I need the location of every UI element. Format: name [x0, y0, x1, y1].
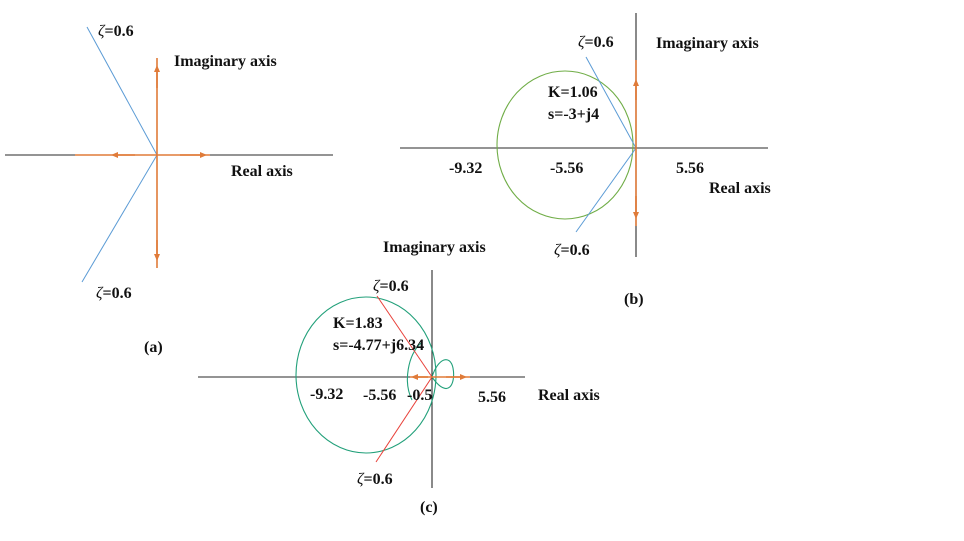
- panel-a-real-axis-label: Real axis: [231, 163, 293, 180]
- panel-c-zeta-top: ζ=0.6: [373, 278, 409, 295]
- panel-b-zeta-top: ζ=0.6: [578, 34, 614, 51]
- panel-c-tick-label: -0.5: [407, 387, 432, 404]
- panel-a-zeta-bottom: ζ=0.6: [96, 285, 132, 302]
- panel-c-zeta-bottom: ζ=0.6: [357, 471, 393, 488]
- panel-c-caption: (c): [420, 499, 438, 516]
- panel-c: Imaginary axis ζ=0.6 K=1.83 s=-4.77+j6.3…: [198, 239, 600, 516]
- panel-a-caption: (a): [144, 339, 163, 356]
- panel-b-locus-circle: [496, 70, 634, 220]
- panel-b-real-axis-label: Real axis: [709, 180, 771, 197]
- panel-b-tick-label: 5.56: [676, 160, 704, 177]
- panel-b: ζ=0.6 Imaginary axis K=1.06 s=-3+j4 -9.3…: [400, 13, 771, 308]
- panel-c-gain-label: K=1.83: [333, 315, 383, 332]
- panel-c-real-axis-label: Real axis: [538, 387, 600, 404]
- panel-a-damping-line-upper: [86, 26, 158, 156]
- panel-a-imaginary-axis-label: Imaginary axis: [174, 53, 277, 70]
- panel-c-damping-line-upper: [376, 295, 433, 378]
- panel-b-imaginary-axis-label: Imaginary axis: [656, 35, 759, 52]
- panel-c-locus-circle: [295, 296, 437, 454]
- panel-b-tick-label: -9.32: [449, 160, 482, 177]
- panel-c-damping-line-lower: [375, 376, 433, 463]
- panel-c-tick-label: -5.56: [363, 387, 396, 404]
- panel-b-point-label: s=-3+j4: [548, 106, 599, 123]
- panel-c-tick-label: 5.56: [478, 389, 506, 406]
- panel-b-damping-line-upper: [585, 56, 637, 149]
- panel-b-caption: (b): [624, 291, 644, 308]
- panel-c-locus-inner: [406, 342, 422, 401]
- panel-b-tick-label: -5.56: [550, 160, 583, 177]
- panel-c-point-label: s=-4.77+j6.34: [333, 337, 424, 354]
- panel-c-tick-label: -9.32: [310, 386, 343, 403]
- panel-b-gain-label: K=1.06: [548, 84, 598, 101]
- panel-a: ζ=0.6 Imaginary axis Real axis ζ=0.6 (a): [5, 23, 333, 356]
- panel-b-damping-line-lower: [575, 147, 637, 233]
- panel-a-zeta-top: ζ=0.6: [98, 23, 134, 40]
- panel-c-locus-lobe: [431, 359, 455, 390]
- panel-c-imaginary-axis-label: Imaginary axis: [383, 239, 486, 256]
- panel-a-damping-line-lower: [81, 154, 158, 283]
- panel-b-zeta-bottom: ζ=0.6: [554, 242, 590, 259]
